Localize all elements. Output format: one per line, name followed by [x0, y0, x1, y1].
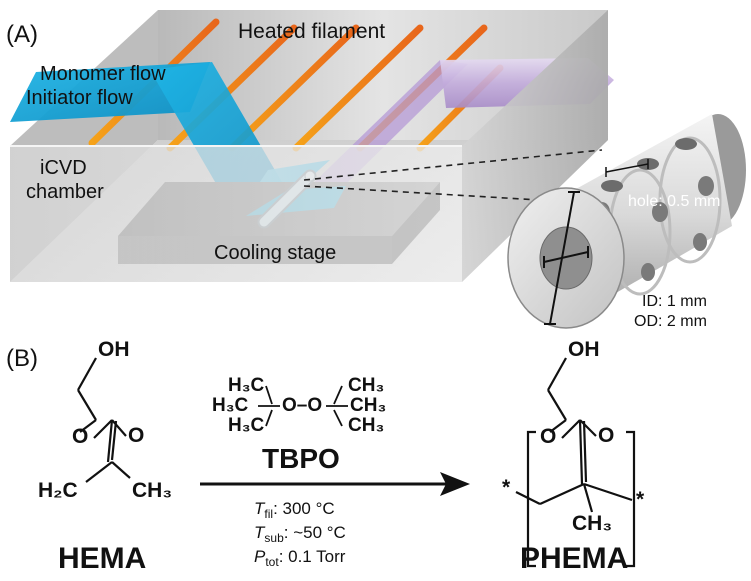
initiator-flow-label: Initiator flow	[26, 87, 133, 109]
chamber-front-wall	[10, 146, 462, 282]
chamber-label-line2: chamber	[26, 181, 104, 203]
hema-carbonyl-o: O	[128, 424, 144, 447]
hema-h2c: H₂C	[38, 479, 78, 502]
hema-ester-o: O	[72, 425, 88, 448]
hole-size-label: hole: 0.5 mm	[628, 193, 720, 210]
panel-b: (B) OH O O H₂C CH₃ HEMA H₃C H₃C H₃C O–O	[6, 338, 645, 575]
hema-ch3: CH₃	[132, 479, 172, 502]
phema-ester-o: O	[540, 425, 556, 448]
t-sub-subscript: sub	[264, 531, 284, 545]
tbpo-left-mid: H₃C	[212, 395, 249, 416]
tube-hole	[601, 180, 623, 192]
t-fil-symbol: T	[254, 499, 266, 518]
panel-b-label: (B)	[6, 345, 38, 372]
tube-hole	[641, 263, 655, 281]
t-sub-symbol: T	[254, 523, 266, 542]
hema-name: HEMA	[58, 542, 146, 575]
chamber-right-wall	[462, 10, 608, 282]
p-tot-subscript: tot	[265, 555, 279, 569]
hema-labels: OH O O H₂C CH₃	[38, 338, 172, 502]
t-fil-subscript: fil	[264, 507, 273, 521]
magnified-tube	[507, 114, 746, 329]
hema-structure	[77, 357, 131, 483]
p-tot-symbol: P	[254, 547, 266, 566]
hema-oh: OH	[98, 338, 130, 361]
panel-a-label: (A)	[6, 21, 38, 48]
inner-diameter-label: ID: 1 mm	[642, 293, 707, 310]
tube-hole	[652, 202, 668, 222]
tbpo-right-bot: CH₃	[348, 415, 384, 436]
outer-diameter-label: OD: 2 mm	[634, 313, 707, 330]
tbpo-structure: H₃C H₃C H₃C O–O CH₃ CH₃ CH₃	[212, 375, 386, 436]
reaction-conditions: Tfil: 300 °C Tsub: ~50 °C Ptot: 0.1 Torr	[254, 499, 346, 569]
filament	[228, 24, 360, 152]
tube-hole	[693, 233, 707, 251]
monomer-flow-label: Monomer flow	[40, 63, 166, 85]
svg-text:Tfil: 300 °C: Tfil: 300 °C	[254, 499, 335, 521]
tbpo-right-mid: CH₃	[350, 395, 386, 416]
phema-star-right: *	[636, 488, 645, 511]
tbpo-left-bot: H₃C	[228, 415, 265, 436]
filament	[292, 24, 424, 152]
t-sub-value: : ~50 °C	[284, 523, 346, 542]
p-tot-value: : 0.1 Torr	[279, 547, 346, 566]
heated-filament-label: Heated filament	[238, 20, 385, 43]
phema-labels: OH O O CH₃ * *	[502, 338, 645, 535]
tbpo-peroxide: O–O	[282, 395, 322, 416]
svg-text:Tsub: ~50 °C: Tsub: ~50 °C	[254, 523, 346, 545]
callout-line	[303, 149, 603, 181]
phema-star-left: *	[502, 476, 511, 499]
phema-carbonyl-o: O	[598, 424, 614, 447]
svg-text:Ptot: 0.1 Torr: Ptot: 0.1 Torr	[254, 547, 346, 569]
phema-name: PHEMA	[520, 542, 628, 575]
phema-ch3: CH₃	[572, 512, 612, 535]
tube-hole	[675, 138, 697, 150]
phema-oh: OH	[568, 338, 600, 361]
panel-a: (A)	[6, 10, 746, 330]
tbpo-right-top: CH₃	[348, 375, 384, 396]
tbpo-left-top: H₃C	[228, 375, 265, 396]
tbpo-name: TBPO	[262, 443, 340, 474]
tube-hole	[698, 176, 714, 196]
phema-structure	[515, 357, 636, 568]
chamber-label-line1: iCVD	[40, 157, 87, 179]
reaction-arrow	[200, 472, 470, 496]
t-fil-value: : 300 °C	[273, 499, 335, 518]
cooling-stage-label: Cooling stage	[214, 242, 336, 264]
